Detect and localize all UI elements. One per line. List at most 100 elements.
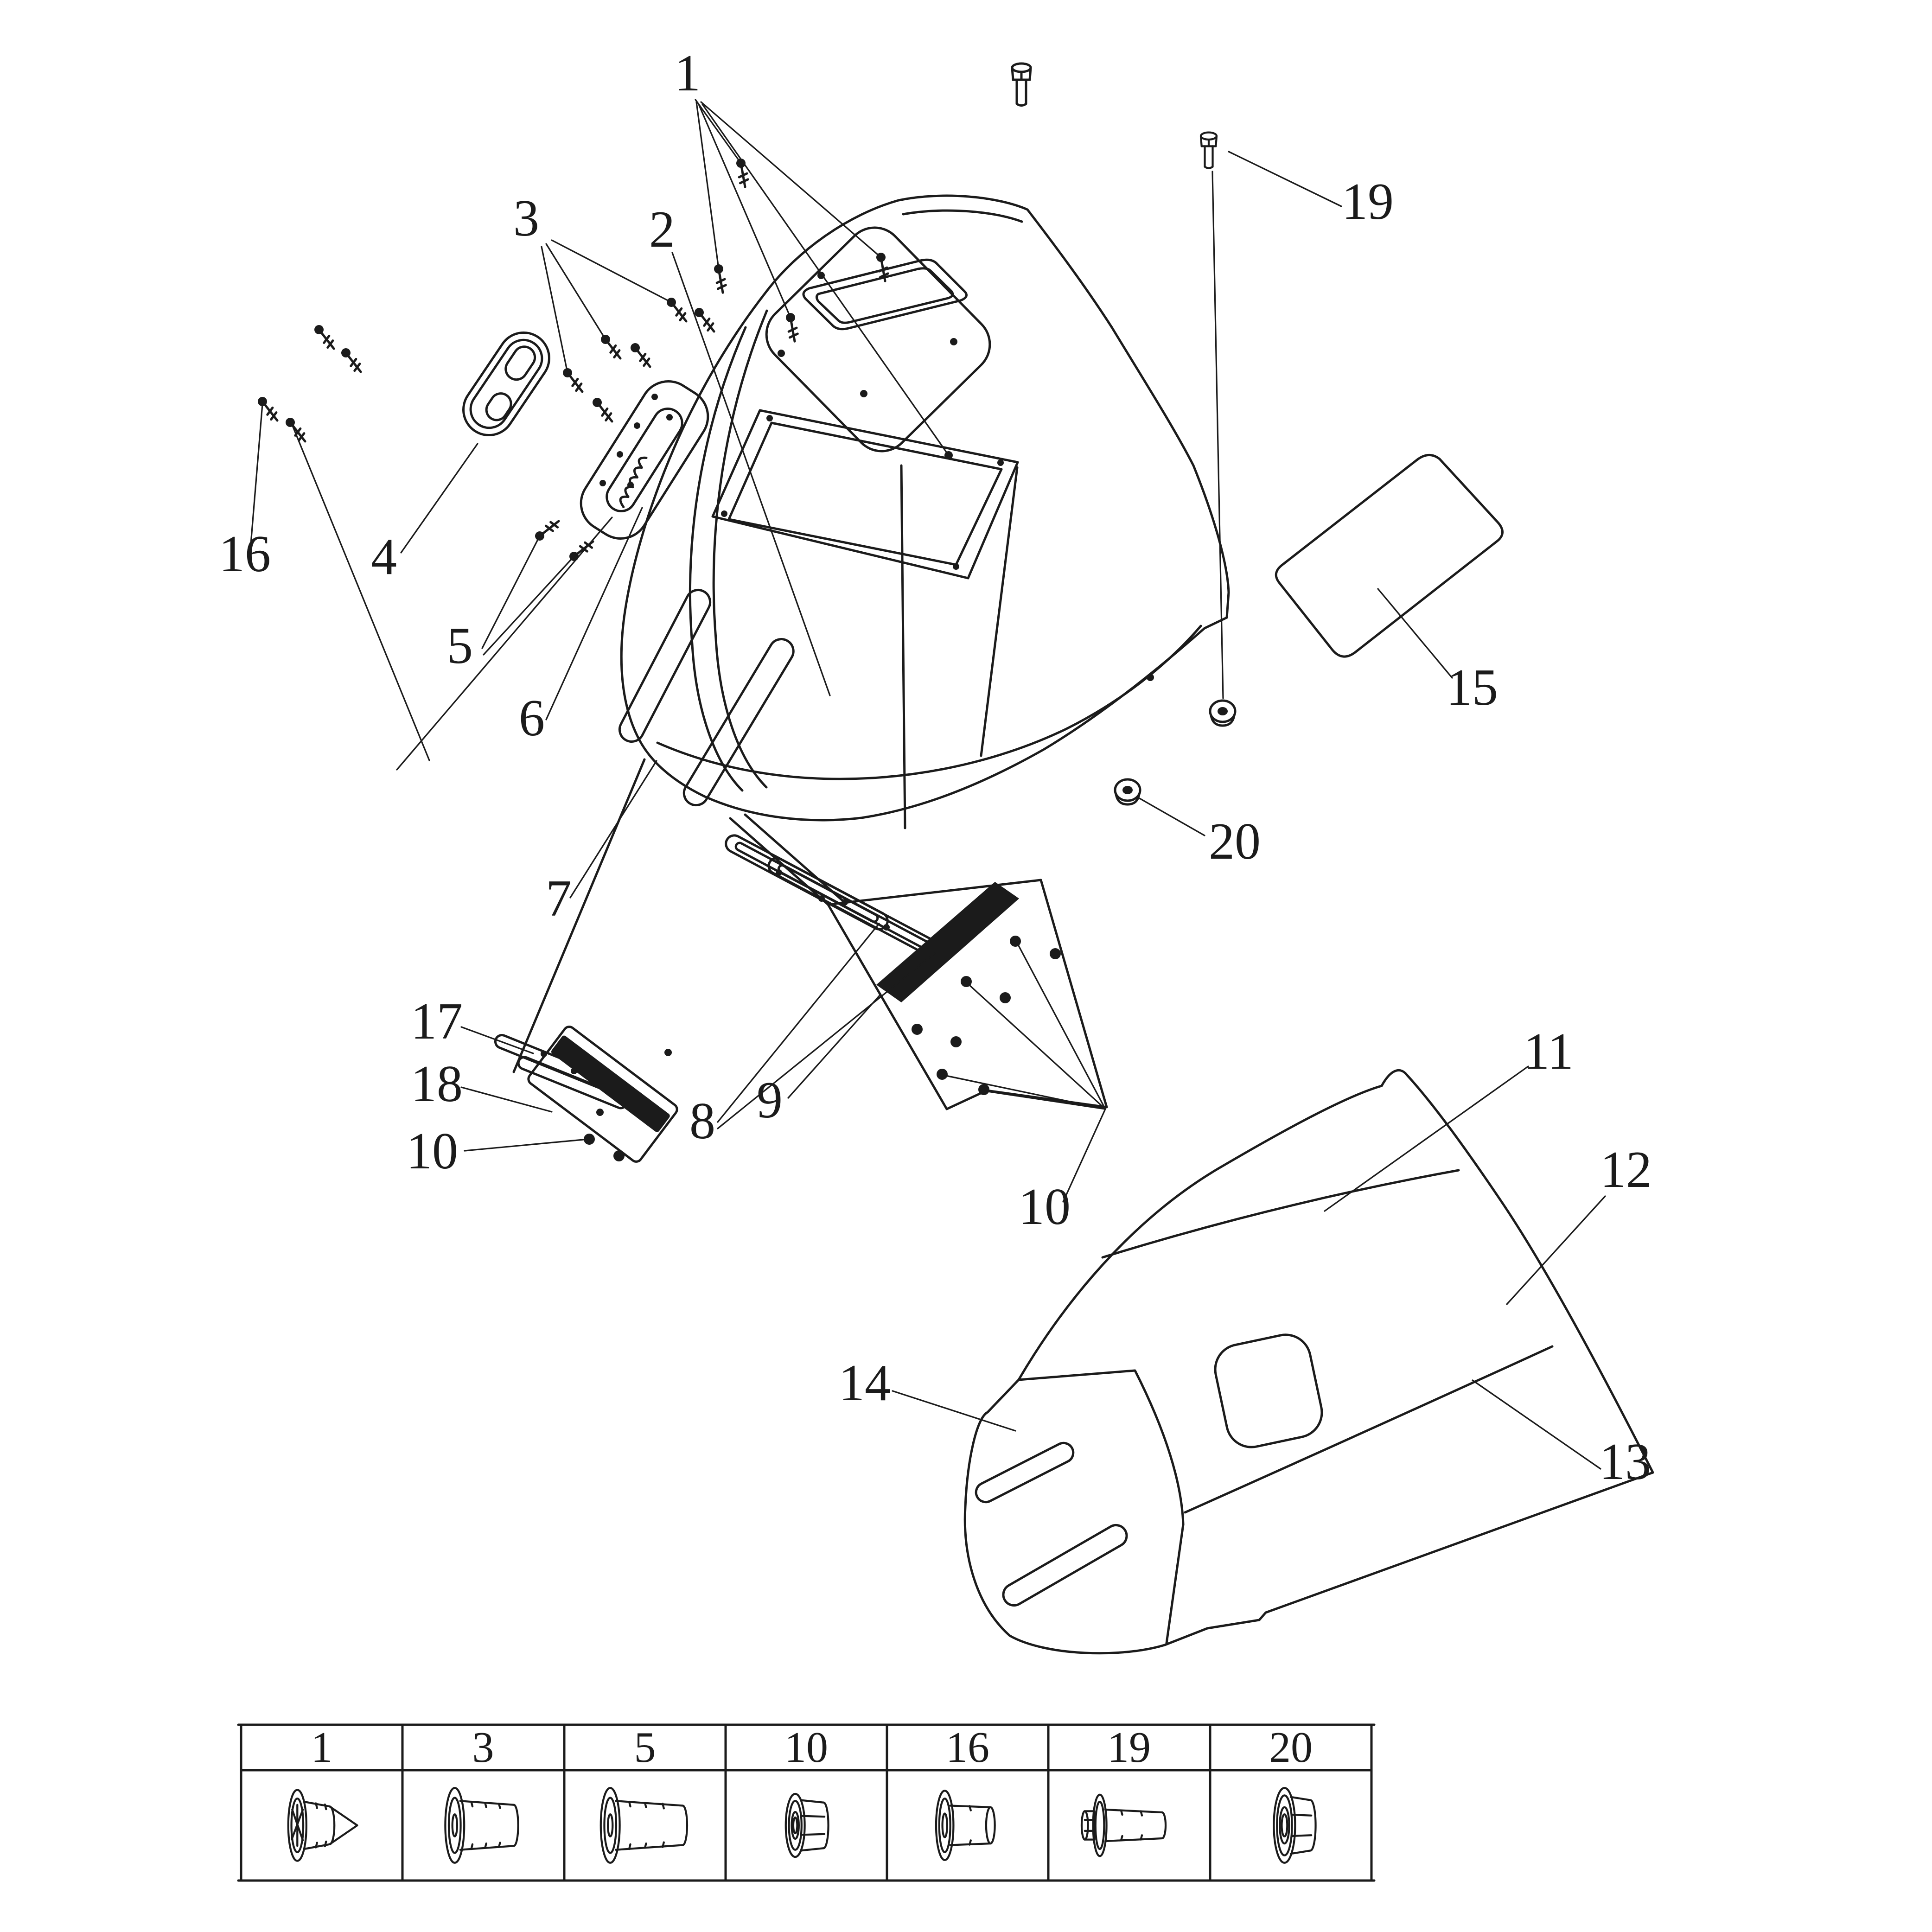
leader-line: [787, 994, 881, 1099]
part-10-fastener-dot: [912, 1024, 923, 1035]
body-top-edge-inner-line: [902, 209, 1023, 223]
table-header-1: 1: [311, 1723, 333, 1772]
leader-line: [700, 101, 882, 258]
plate-hole: [596, 1109, 604, 1116]
part-6-screw-hole: [599, 480, 606, 486]
rail-hole: [883, 924, 890, 931]
part-7-body-panel-outline: [620, 194, 1230, 822]
part-6-screw-hole: [634, 422, 640, 429]
leader-line: [892, 1390, 1016, 1432]
body-slot-1: [618, 589, 712, 743]
part-10-fastener-dot: [1050, 948, 1061, 959]
part-4-finger-cutout-2: [485, 392, 512, 421]
hatch-screw-hole: [721, 510, 727, 517]
hull-lower-ridge-line: [1184, 1345, 1554, 1514]
flat-head-screw-icon: [444, 1787, 519, 1864]
rail-hole: [541, 1051, 547, 1057]
leader-line: [464, 1139, 584, 1152]
hull-upper-ridge-line: [1101, 1169, 1460, 1259]
screw-item-3: [599, 333, 624, 361]
leader-line: [1377, 588, 1453, 679]
flange-nut-icon: [784, 1792, 829, 1858]
callout-9-label: 9: [757, 1071, 783, 1129]
screw-item-1: [713, 263, 727, 293]
leader-line: [1139, 797, 1205, 836]
nut-item-20: [1115, 779, 1140, 804]
hardware-table-headers: 1 3 5 10 16 19 20: [311, 1723, 1313, 1772]
leader-line: [987, 1090, 1106, 1110]
cover-handle-recess-outer: [802, 258, 968, 331]
large-flange-nut-icon: [1273, 1787, 1317, 1864]
leader-line: [1472, 1379, 1601, 1470]
callout-18-label: 18: [411, 1055, 463, 1113]
leader-line: [968, 984, 1106, 1110]
leader-line: [1062, 1108, 1106, 1203]
cover-screw-hole: [950, 338, 957, 345]
leader-line: [1228, 151, 1342, 207]
callout-10-right-label: 10: [1019, 1178, 1071, 1236]
leader-line: [717, 923, 880, 1123]
part-8-rail-a-inner: [734, 842, 879, 923]
hull-vent-slot-1: [975, 1441, 1075, 1504]
screw-item-1: [785, 312, 799, 342]
strut-line: [744, 813, 844, 902]
callout-13-label: 13: [1599, 1433, 1651, 1491]
rail-hole: [776, 869, 782, 876]
callout-15-label: 15: [1446, 659, 1498, 716]
hatch-screw-hole: [953, 563, 959, 570]
table-header-16: 16: [946, 1723, 989, 1772]
screw-item-16: [339, 346, 364, 375]
cover-handle-recess-inner: [816, 267, 954, 324]
table-header-10: 10: [784, 1723, 828, 1772]
leader-line: [551, 239, 672, 303]
leader-line: [400, 443, 478, 554]
part-10-fastener-dot: [613, 1150, 625, 1161]
bolt-19-axis-line: [1211, 171, 1224, 699]
hex-flange-bolt-icon: [1080, 1793, 1167, 1857]
part-4-grab-handle-inner: [469, 338, 543, 429]
screw-item-16: [256, 395, 281, 423]
part-10-fastener-dot: [1010, 936, 1021, 947]
rail-hole: [818, 895, 825, 902]
body-fender-lip-line-2: [712, 309, 768, 789]
body-fender-lip-line-1: [689, 326, 747, 792]
leader-line: [698, 103, 791, 319]
screw-item-16: [312, 323, 338, 351]
callout-16-label: 16: [219, 525, 271, 583]
cover-screw-hole: [778, 350, 785, 357]
leader-line: [569, 760, 657, 899]
leader-line: [1324, 1065, 1529, 1212]
callout-3-label: 3: [513, 190, 539, 247]
callout-2-label: 2: [649, 201, 675, 258]
hardware-table: 1 3 5 10 16 19 20: [237, 1723, 1376, 1882]
part-10-fastener-dot: [950, 1036, 962, 1047]
leader-line: [695, 101, 720, 270]
screw-item-3: [591, 396, 616, 424]
screw-item-16: [284, 416, 309, 444]
nut-under-bolt-19: [1210, 701, 1235, 726]
callout-19-label: 19: [1342, 173, 1394, 230]
leader-line: [249, 403, 263, 550]
body-screw-hole: [1147, 674, 1154, 681]
part-6-rail-bracket-outline: [580, 380, 709, 540]
bolt-item-19: [1201, 133, 1217, 168]
leader-line: [481, 535, 541, 649]
screw-item-3: [561, 366, 586, 395]
table-header-20: 20: [1269, 1723, 1313, 1772]
part-8-rail-b-inner: [777, 864, 930, 950]
callout-10-left-label: 10: [406, 1122, 458, 1180]
strut-line: [729, 817, 829, 906]
callout-8-label: 8: [689, 1092, 715, 1150]
leader-line: [701, 103, 950, 456]
hatch-opening-inner: [727, 421, 1003, 566]
part-10-fastener-dot: [937, 1069, 948, 1080]
rail-hole: [571, 1068, 577, 1074]
leader-line: [545, 243, 606, 340]
plate-hole: [664, 1049, 672, 1056]
hardware-table-column-separators: [401, 1723, 1211, 1882]
part-6-screw-hole: [617, 451, 623, 458]
hatch-screw-hole: [997, 459, 1004, 466]
part-10-fastener-dot: [978, 1084, 989, 1095]
